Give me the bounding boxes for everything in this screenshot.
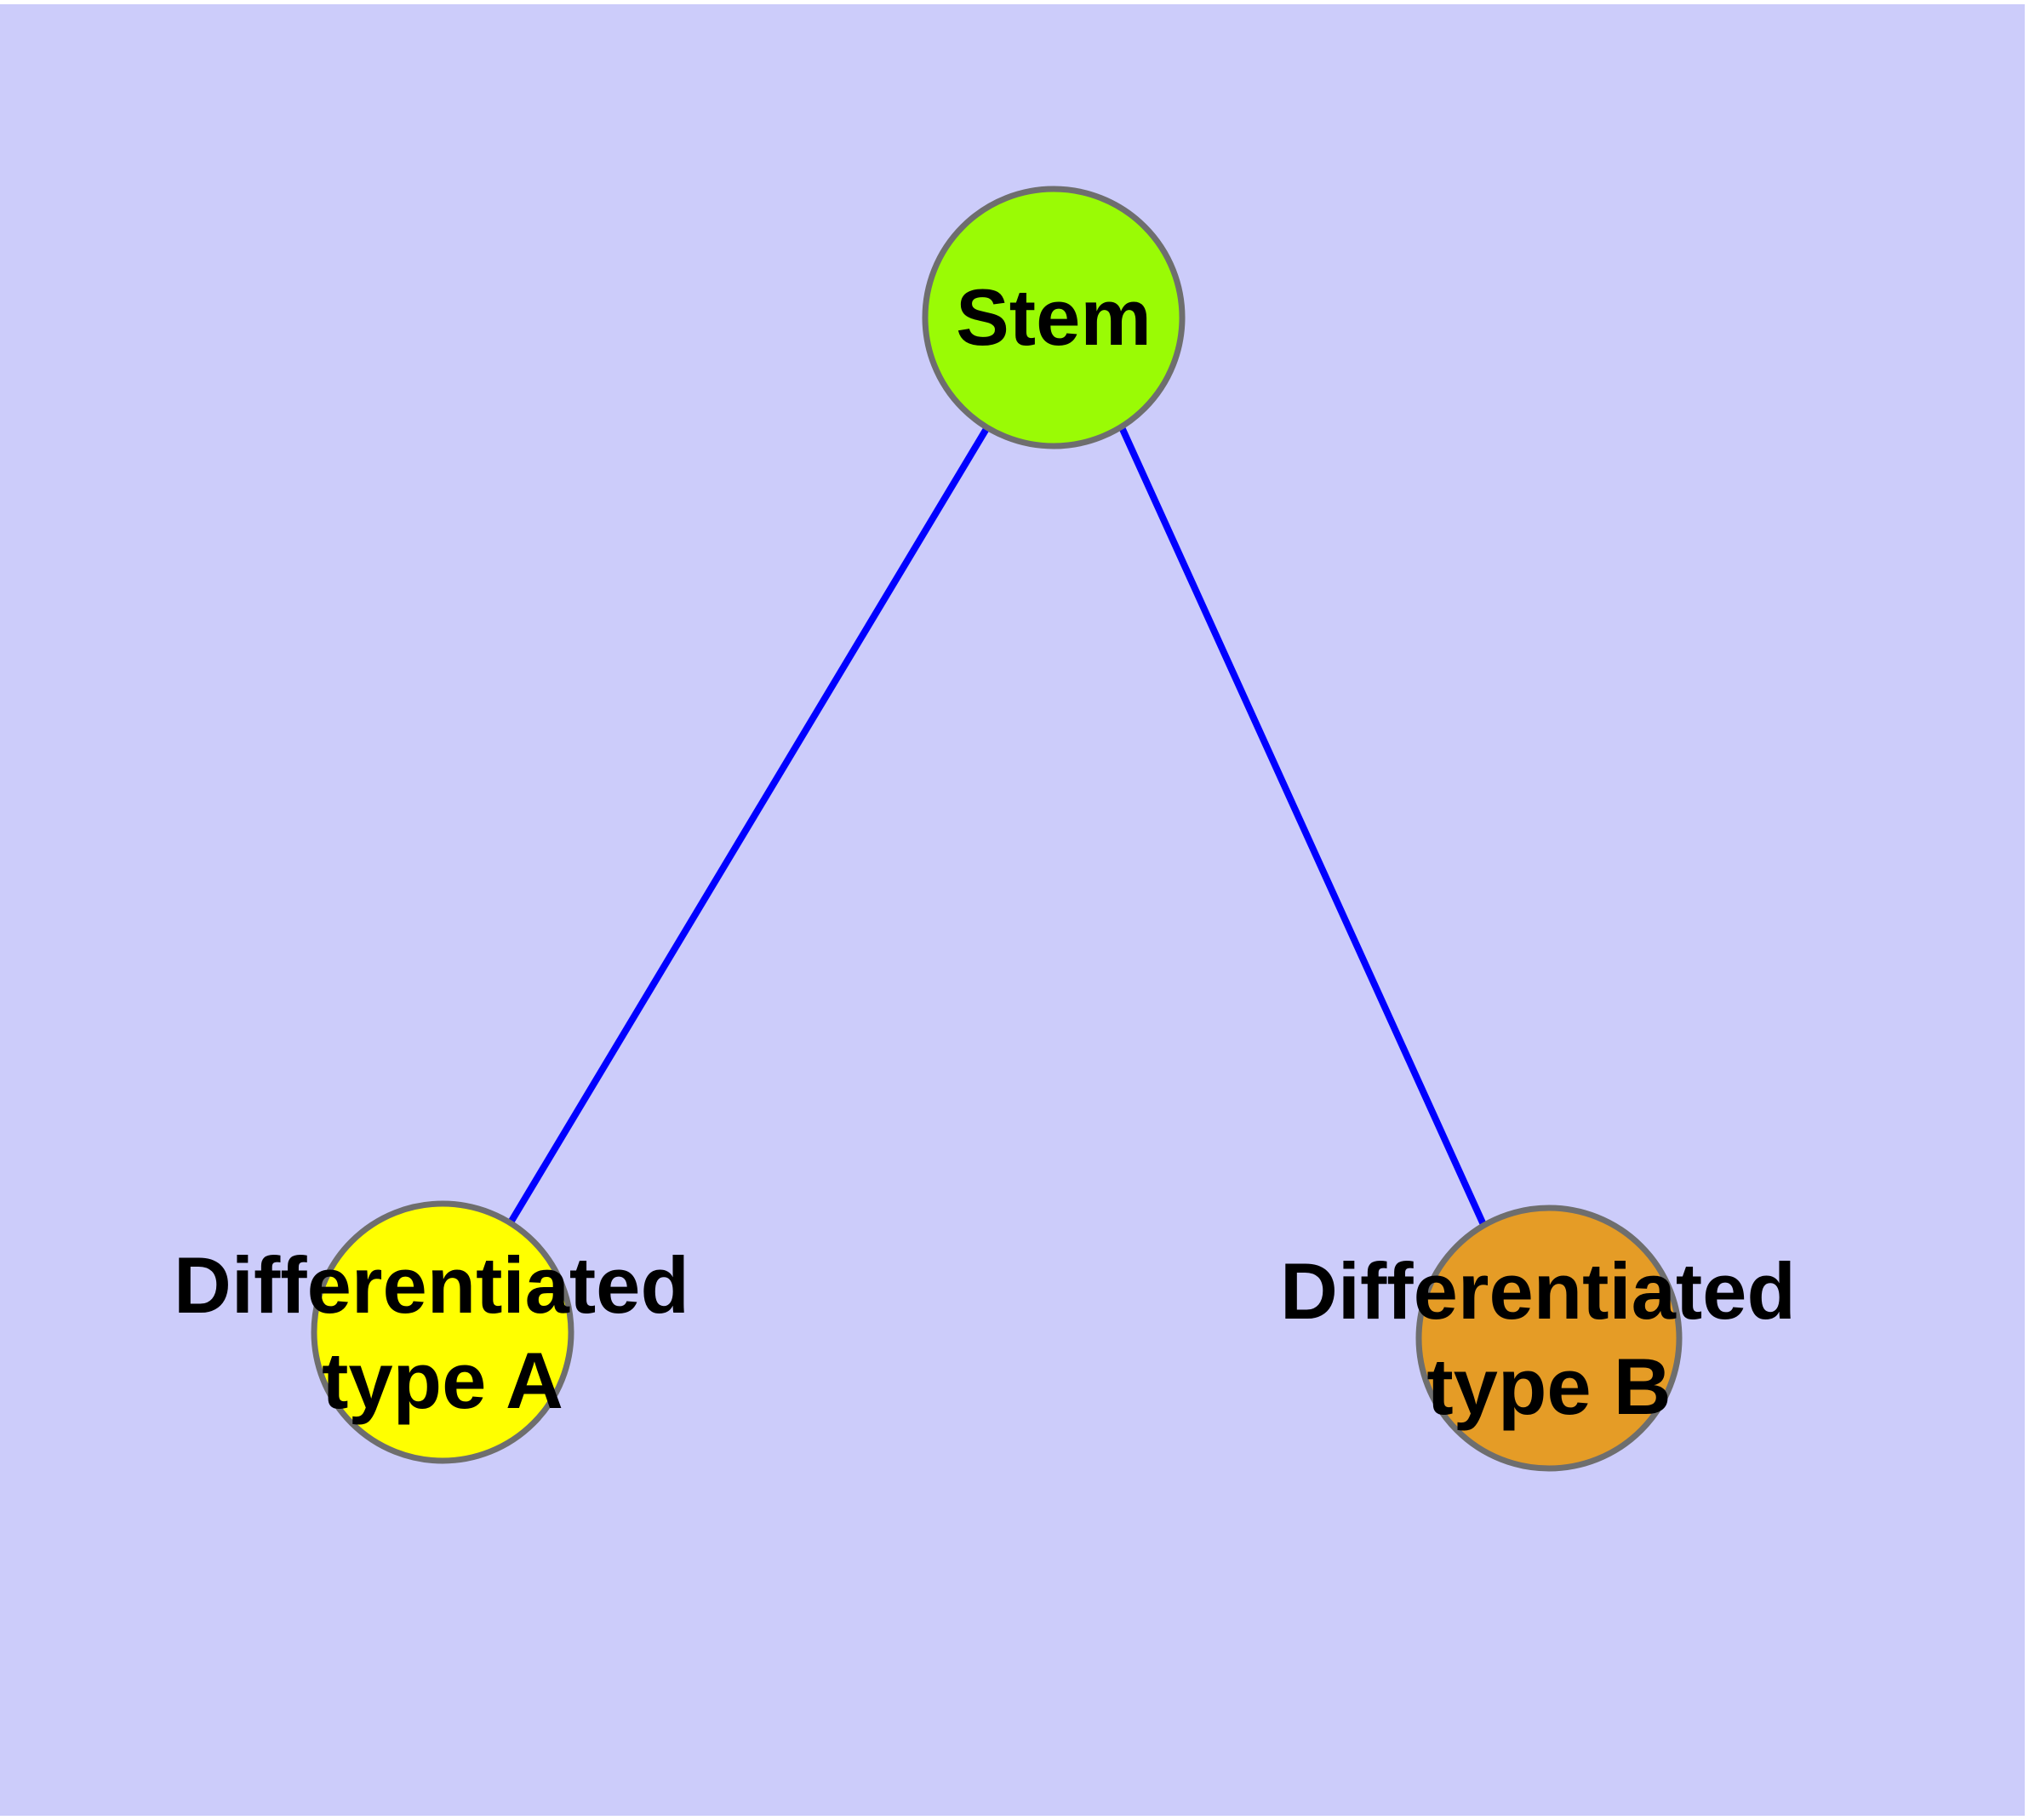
edge-layer [507, 425, 1489, 1230]
diagram-canvas: Stem Differentiated type A Differentiate… [0, 4, 2025, 1816]
node-layer: Stem Differentiated type A Differentiate… [174, 186, 1818, 1472]
node-label-differentiated-type-a: Differentiated type A [174, 1240, 712, 1425]
node-label-differentiated-type-b: Differentiated type B [1280, 1246, 1818, 1431]
node-circle-differentiated-type-a[interactable] [311, 1200, 574, 1464]
edge-stem-to-differentiated-type-b[interactable] [1118, 426, 1489, 1230]
edge-stem-to-differentiated-type-a[interactable] [507, 425, 991, 1225]
node-label-stem: Stem [956, 272, 1152, 362]
node-differentiated-type-a[interactable]: Differentiated type A [174, 1200, 712, 1464]
cell-differentiation-graph: Stem Differentiated type A Differentiate… [174, 186, 1818, 1472]
node-circle-stem[interactable] [922, 186, 1186, 449]
node-stem[interactable]: Stem [922, 186, 1186, 449]
node-differentiated-type-b[interactable]: Differentiated type B [1280, 1205, 1818, 1472]
node-circle-differentiated-type-b[interactable] [1415, 1205, 1683, 1472]
